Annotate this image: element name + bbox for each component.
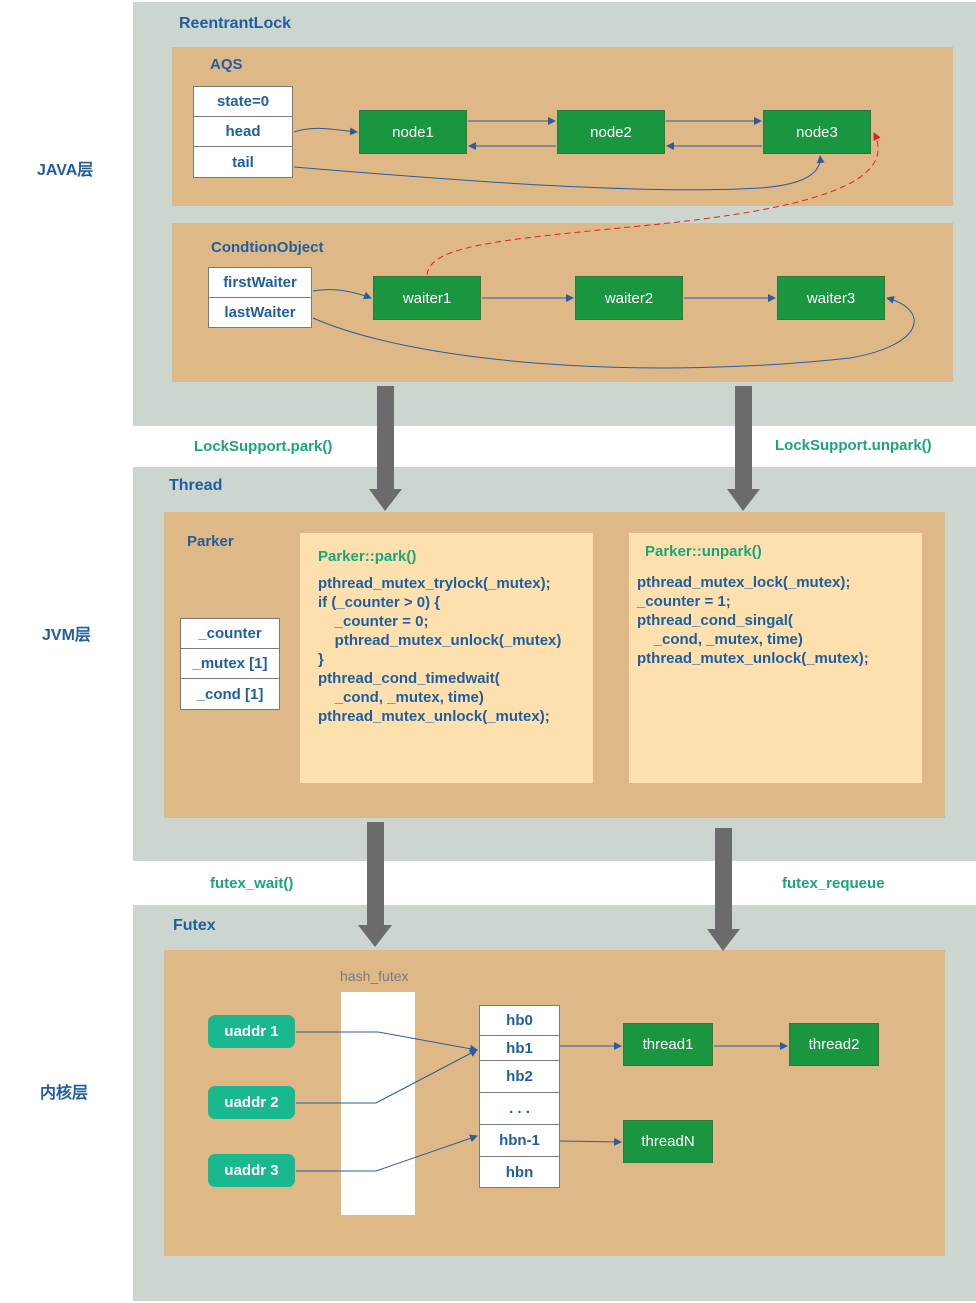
kernel-layer-label: 内核层 [40, 1085, 89, 1102]
unpark-code-title: Parker::unpark() [645, 543, 762, 560]
aqs-head-field: head [193, 116, 293, 147]
park-code-title: Parker::park() [318, 548, 417, 565]
hbn1-to-threadN-arrow [559, 1137, 622, 1146]
park-code-box: Parker::park() pthread_mutex_trylock(_mu… [300, 533, 593, 783]
jvm-layer-label: JVM层 [42, 627, 91, 644]
waiter1-to-node3-dashed-arrow [426, 132, 881, 276]
waiter2-node: waiter2 [575, 276, 683, 320]
parker-mutex-field: _mutex [1] [180, 648, 280, 679]
unpark-code-line: _cond, _mutex, time) [637, 631, 803, 648]
parker-cond-field: _cond [1] [180, 678, 280, 710]
bucket-ellipsis: . . . [479, 1092, 560, 1125]
futex-wait-call-label: futex_wait() [210, 875, 294, 892]
park-code-line: _counter = 0; [318, 613, 429, 630]
uaddr1-to-hb1-arrow [296, 1031, 478, 1053]
thread-title: Thread [169, 477, 223, 494]
aqs-node1: node1 [359, 110, 467, 154]
unpark-code-line: pthread_cond_singal( [637, 612, 793, 629]
unpark-code-line: pthread_mutex_lock(_mutex); [637, 574, 851, 591]
bucket-hbn-1: hbn-1 [479, 1124, 560, 1157]
futex-requeue-down-arrow [707, 828, 740, 951]
park-code-line: pthread_mutex_unlock(_mutex); [318, 708, 550, 725]
hash-futex-label: hash_futex [340, 968, 409, 984]
park-code-line: pthread_mutex_unlock(_mutex) [318, 632, 562, 649]
java-layer-label: JAVA层 [37, 162, 94, 179]
thread2-node: thread2 [789, 1023, 879, 1066]
park-call-label: LockSupport.park() [194, 438, 333, 455]
uaddr2-to-hb1-arrow [296, 1049, 478, 1104]
tail-to-node3-arrow [293, 155, 825, 191]
uaddr3-node: uaddr 3 [208, 1154, 295, 1187]
futex-title: Futex [173, 917, 216, 934]
first-waiter-field: firstWaiter [208, 267, 312, 298]
park-code-line: pthread_cond_timedwait( [318, 670, 500, 687]
futex-requeue-call-label: futex_requeue [782, 875, 885, 892]
futex-wait-down-arrow [358, 822, 392, 947]
thread1-node: thread1 [623, 1023, 713, 1066]
bucket-hb0: hb0 [479, 1005, 560, 1036]
aqs-tail-field: tail [193, 146, 293, 178]
aqs-title: AQS [210, 56, 243, 73]
condition-object-title: CondtionObject [211, 239, 324, 256]
unpark-code-box: Parker::unpark() pthread_mutex_lock(_mut… [629, 533, 922, 783]
uaddr3-to-hbn1-arrow [296, 1134, 478, 1172]
park-code-line: if (_counter > 0) { [318, 594, 441, 611]
parker-counter-field: _counter [180, 618, 280, 649]
uaddr1-node: uaddr 1 [208, 1015, 295, 1048]
park-down-arrow [369, 386, 402, 511]
waiter3-node: waiter3 [777, 276, 885, 320]
park-code-line: pthread_mutex_trylock(_mutex); [318, 575, 551, 592]
aqs-node2: node2 [557, 110, 665, 154]
unpark-code-line: _counter = 1; [637, 593, 731, 610]
bucket-hbn: hbn [479, 1156, 560, 1188]
head-to-node1-arrow [293, 127, 358, 136]
parker-title: Parker [187, 533, 234, 550]
park-code-line: _cond, _mutex, time) [318, 689, 484, 706]
aqs-node3: node3 [763, 110, 871, 154]
reentrantlock-title: ReentrantLock [179, 15, 292, 32]
park-code-line: } [318, 651, 324, 668]
bucket-hb2: hb2 [479, 1060, 560, 1093]
unpark-call-label: LockSupport.unpark() [775, 437, 932, 454]
last-waiter-to-waiter3-arrow [312, 296, 915, 369]
uaddr2-node: uaddr 2 [208, 1086, 295, 1119]
bucket-hb1: hb1 [479, 1035, 560, 1061]
last-waiter-field: lastWaiter [208, 297, 312, 328]
park-code-lines: pthread_mutex_trylock(_mutex); if (_coun… [318, 574, 561, 726]
unpark-code-line: pthread_mutex_unlock(_mutex); [637, 650, 869, 667]
first-waiter-to-waiter1-arrow [312, 289, 372, 300]
unpark-down-arrow [727, 386, 760, 511]
waiter1-node: waiter1 [373, 276, 481, 320]
threadN-node: threadN [623, 1120, 713, 1163]
unpark-code-lines: pthread_mutex_lock(_mutex); _counter = 1… [637, 573, 869, 668]
